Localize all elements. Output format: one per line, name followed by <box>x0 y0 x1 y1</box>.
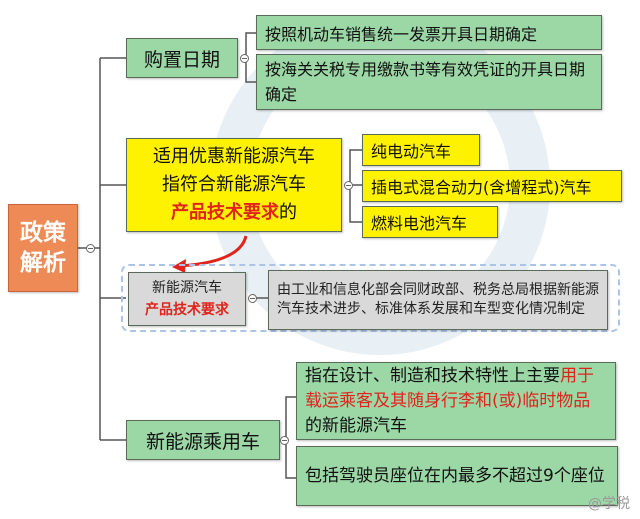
preferential-line3-tail: 的 <box>279 202 297 223</box>
root-node[interactable]: 政策 解析 <box>8 204 78 292</box>
red-arrow-head <box>172 259 186 273</box>
collapse-toggle-root[interactable] <box>86 244 95 253</box>
root-label-line2: 解析 <box>20 250 66 276</box>
nev-type-bev-label: 纯电动汽车 <box>371 142 452 161</box>
tech-req-line1: 新能源汽车 <box>152 280 222 296</box>
collapse-toggle-purchase[interactable] <box>240 54 249 63</box>
sub-lines-passenger <box>285 396 296 479</box>
node-preferential-nev[interactable]: 适用优惠新能源汽车 指符合新能源汽车 产品技术要求的 <box>126 138 342 232</box>
root-label-line1: 政策 <box>20 220 66 246</box>
nev-type-fcev[interactable]: 燃料电池汽车 <box>362 206 498 238</box>
preferential-line3: 产品技术要求的 <box>171 199 297 227</box>
nev-type-phev[interactable]: 插电式混合动力(含增程式)汽车 <box>362 170 622 202</box>
tech-req-highlight-frame <box>121 264 620 332</box>
passenger-def-post: 的新能源汽车 <box>305 415 407 436</box>
nev-type-fcev-label: 燃料电池汽车 <box>371 214 468 233</box>
preferential-highlight: 产品技术要求 <box>171 202 279 223</box>
node-passenger-nev[interactable]: 新能源乘用车 <box>126 420 280 460</box>
passenger-seats-text: 包括驾驶员座位在内最多不超过9个座位 <box>305 465 605 486</box>
tech-req-highlight: 产品技术要求 <box>145 302 229 318</box>
passenger-definition-text: 指在设计、制造和技术特性上主要用于载运乘客及其随身行李和(或)临时物品的新能源汽… <box>305 364 607 439</box>
passenger-item-definition[interactable]: 指在设计、制造和技术特性上主要用于载运乘客及其随身行李和(或)临时物品的新能源汽… <box>296 362 616 440</box>
preferential-line1: 适用优惠新能源汽车 <box>153 146 315 167</box>
collapse-toggle-tech[interactable] <box>248 294 257 303</box>
purchase-item-1-text: 按照机动车销售统一发票开具日期确定 <box>265 24 538 44</box>
node-purchase-date-label: 购置日期 <box>143 48 220 71</box>
nev-type-bev[interactable]: 纯电动汽车 <box>362 134 480 166</box>
nev-type-phev-label: 插电式混合动力(含增程式)汽车 <box>371 178 592 197</box>
sub-lines-purchase <box>245 32 256 83</box>
tech-req-detail[interactable]: 由工业和信息化部会同财政部、税务总局根据新能源汽车技术进步、标准体系发展和车型变… <box>268 270 608 330</box>
collapse-toggle-passenger[interactable] <box>280 436 289 445</box>
purchase-item-2[interactable]: 按海关关税专用缴款书等有效凭证的开具日期确定 <box>256 54 602 110</box>
passenger-def-pre: 指在设计、制造和技术特性上主要 <box>305 365 560 386</box>
purchase-item-1[interactable]: 按照机动车销售统一发票开具日期确定 <box>256 15 602 50</box>
preferential-line2: 指符合新能源汽车 <box>162 174 306 195</box>
node-purchase-date[interactable]: 购置日期 <box>126 38 238 78</box>
purchase-item-2-text: 按海关关税专用缴款书等有效凭证的开具日期确定 <box>265 60 586 104</box>
passenger-item-seats[interactable]: 包括驾驶员座位在内最多不超过9个座位 <box>296 446 618 506</box>
tech-req-detail-text: 由工业和信息化部会同财政部、税务总局根据新能源汽车技术进步、标准体系发展和车型变… <box>277 282 599 317</box>
watermark: @学税 <box>588 496 630 512</box>
passenger-def-highlight: 用于载运乘客及其随身行李和(或)临时物品 <box>305 365 594 411</box>
collapse-toggle-preferential[interactable] <box>344 181 353 190</box>
node-passenger-nev-label: 新能源乘用车 <box>145 430 260 453</box>
node-tech-requirements[interactable]: 新能源汽车 产品技术要求 <box>128 272 246 326</box>
